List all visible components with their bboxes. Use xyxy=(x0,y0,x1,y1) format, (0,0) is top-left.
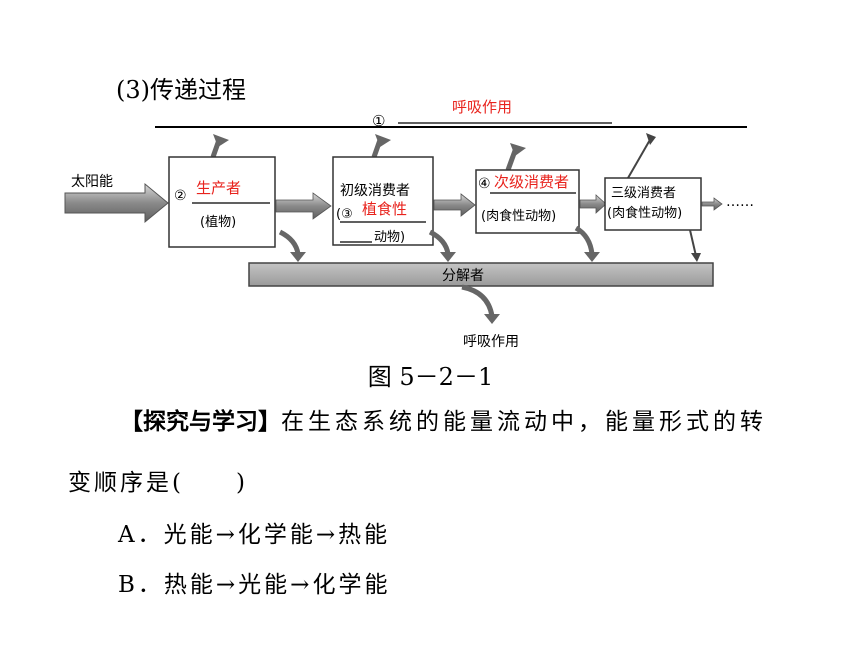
respiration-top-marker: ① xyxy=(372,112,385,130)
respiration-bottom: 呼吸作用 xyxy=(463,334,519,350)
tertiary-note: (肉食性动物) xyxy=(607,205,682,221)
sun-energy-arrow xyxy=(64,182,169,224)
primary-title: 初级消费者 xyxy=(340,182,410,199)
decomposer-bar xyxy=(248,262,714,287)
producer-marker: ② xyxy=(174,188,187,204)
producer-answer: 生产者 xyxy=(196,179,241,197)
secondary-marker: ④ xyxy=(478,176,491,192)
secondary-consumer-box xyxy=(475,169,580,234)
decomposer-label: 分解者 xyxy=(442,268,484,284)
sun-label: 太阳能 xyxy=(71,174,113,190)
respiration-up-arrows xyxy=(210,134,526,171)
flow-arrow-1 xyxy=(275,192,332,220)
flow-arrow-2 xyxy=(433,193,476,217)
secondary-note: (肉食性动物) xyxy=(481,208,556,224)
tertiary-consumer-box xyxy=(604,177,702,231)
option-a[interactable]: A．光能→化学能→热能 xyxy=(118,522,391,548)
question-line-2: 变顺序是( ) xyxy=(68,470,248,496)
primary-answer: 植食性 xyxy=(362,200,407,218)
secondary-answer: 次级消费者 xyxy=(494,173,569,191)
figure-caption: 图 5－2－1 xyxy=(367,363,494,391)
decomposer-respiration-arrow xyxy=(461,284,495,317)
primary-marker: (③ xyxy=(336,207,353,222)
respiration-top-answer: 呼吸作用 xyxy=(452,98,512,116)
question-line-1: 【探究与学习】在生态系统的能量流动中，能量形式的转 xyxy=(120,402,767,436)
producer-box xyxy=(168,156,276,248)
primary-consumer-box xyxy=(332,156,434,246)
flow-arrow-4 xyxy=(701,197,723,211)
tertiary-title: 三级消费者 xyxy=(611,186,676,201)
flow-arrow-3 xyxy=(579,194,607,214)
option-b[interactable]: B．热能→光能→化学能 xyxy=(118,572,391,598)
tertiary-respiration-arrow xyxy=(627,137,652,179)
to-decomposer-arrows xyxy=(278,225,595,255)
producer-note: (植物) xyxy=(200,215,236,230)
section-heading: (3)传递过程 xyxy=(116,76,246,104)
primary-suffix: 动物) xyxy=(374,230,405,245)
question-tag: 【探究与学习】 xyxy=(120,408,281,435)
question-text-1: 在生态系统的能量流动中，能量形式的转 xyxy=(281,409,767,435)
ellipsis: …… xyxy=(726,194,754,210)
